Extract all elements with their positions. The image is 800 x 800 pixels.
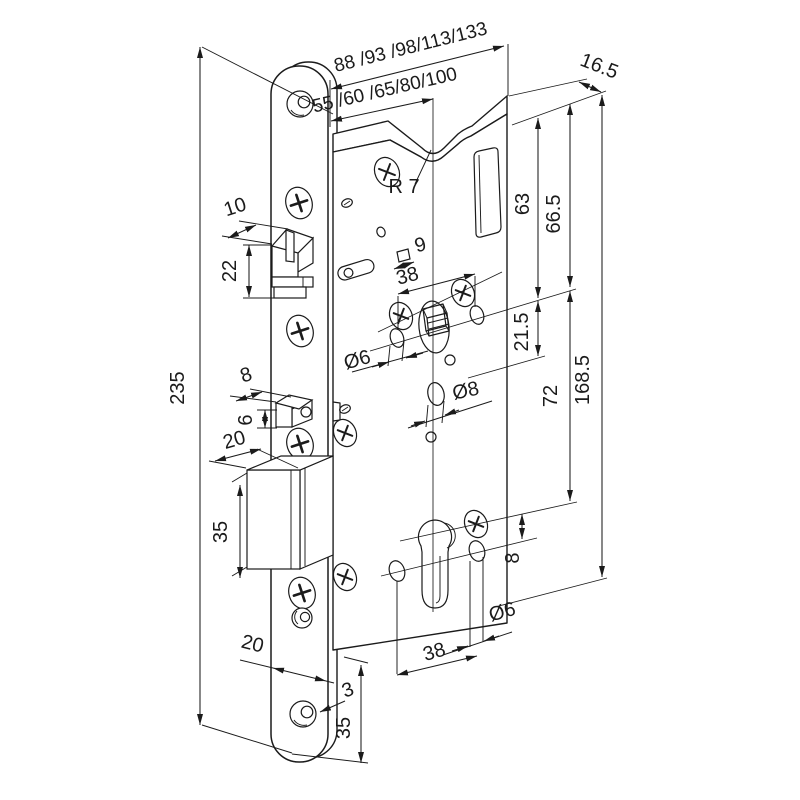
faceplate-hole-mid bbox=[291, 607, 313, 629]
lock-case bbox=[332, 95, 508, 651]
faceplate-hole-top bbox=[286, 90, 314, 118]
dim-8-aux-label: 8 bbox=[237, 363, 254, 387]
capsule-slot bbox=[337, 258, 375, 281]
spindle-follower bbox=[418, 300, 450, 354]
dim-8-cylinder-label: 8 bbox=[502, 552, 524, 563]
dim-3-label: 3 bbox=[339, 678, 357, 702]
dim-20-faceplate-label: 20 bbox=[239, 631, 266, 658]
dimension-lines bbox=[197, 45, 605, 763]
dim-63-label: 63 bbox=[512, 193, 534, 215]
faceplate-screw bbox=[285, 186, 313, 220]
dim-r7-label: R 7 bbox=[388, 176, 419, 198]
dim-35-bottom-label: 35 bbox=[333, 717, 355, 739]
dim-35-deadbolt-label: 35 bbox=[210, 521, 232, 543]
top-slot bbox=[473, 147, 502, 238]
small-hole bbox=[425, 431, 437, 443]
dim-235-label: 235 bbox=[167, 371, 189, 404]
dim-10-label: 10 bbox=[221, 193, 249, 221]
dim-168-5-label: 168.5 bbox=[572, 355, 594, 405]
r7-leader bbox=[414, 149, 432, 185]
case-screw bbox=[373, 156, 401, 188]
dim-38-bottom-label: 38 bbox=[421, 639, 448, 666]
edge-pin bbox=[341, 198, 353, 208]
square-hole-9 bbox=[396, 248, 411, 263]
latch-bolt bbox=[270, 228, 315, 299]
dim-21-5-label: 21.5 bbox=[511, 313, 533, 352]
dim-22-label: 22 bbox=[219, 260, 241, 282]
case-front-face bbox=[332, 113, 508, 651]
aux-bolt bbox=[274, 394, 314, 428]
case-screw bbox=[388, 301, 414, 331]
case-screw bbox=[332, 418, 358, 448]
deadbolt bbox=[246, 455, 334, 570]
centerlines bbox=[369, 78, 608, 612]
small-hole bbox=[444, 354, 456, 366]
dim-72-label: 72 bbox=[540, 385, 562, 407]
fixing-hole bbox=[468, 540, 486, 562]
faceplate-screw bbox=[286, 427, 314, 461]
fixing-hole bbox=[389, 328, 405, 348]
fixing-hole bbox=[388, 560, 406, 582]
small-hole bbox=[376, 226, 386, 238]
faceplate-screw bbox=[288, 576, 316, 610]
dim-20-deadbolt-label: 20 bbox=[221, 427, 248, 454]
faceplate-screw bbox=[286, 314, 314, 348]
edge-notch bbox=[332, 401, 341, 422]
cylinder-hole bbox=[417, 519, 456, 609]
dim-o8-label: Ø8 bbox=[450, 378, 481, 405]
dim-66-5-label: 66.5 bbox=[543, 195, 565, 234]
case-screw bbox=[332, 562, 358, 592]
dim-case-depth-label: 88 /93 /98/113/133 bbox=[332, 18, 489, 76]
faceplate-hole-bottom bbox=[289, 700, 317, 728]
dim-6-label: 6 bbox=[235, 414, 257, 425]
dim-9-label: 9 bbox=[412, 233, 428, 257]
dim-16-5-label: 16.5 bbox=[577, 49, 621, 83]
